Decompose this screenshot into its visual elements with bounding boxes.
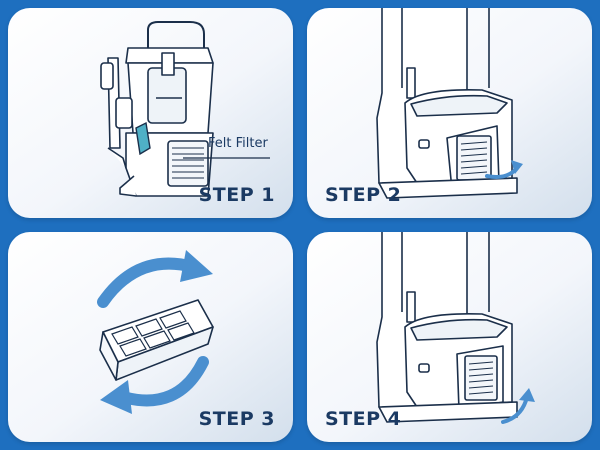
dust-cup-icon <box>376 8 523 199</box>
step-4-label: STEP 4 <box>325 408 402 430</box>
dust-cup-icon <box>376 232 535 424</box>
step-3-label: STEP 3 <box>198 408 275 430</box>
step-2-panel: STEP 2 <box>307 8 592 218</box>
step-4-panel: STEP 4 <box>307 232 592 442</box>
felt-filter-label: Felt Filter <box>208 136 268 151</box>
filter-icon <box>97 250 214 414</box>
vacuum-icon <box>100 21 270 197</box>
step-3-panel: STEP 3 <box>8 232 293 442</box>
rotate-arrow-icon <box>180 250 213 282</box>
step-1-label: STEP 1 <box>198 184 275 206</box>
step-1-panel: Felt Filter STEP 1 <box>8 8 293 218</box>
step-2-label: STEP 2 <box>325 184 402 206</box>
